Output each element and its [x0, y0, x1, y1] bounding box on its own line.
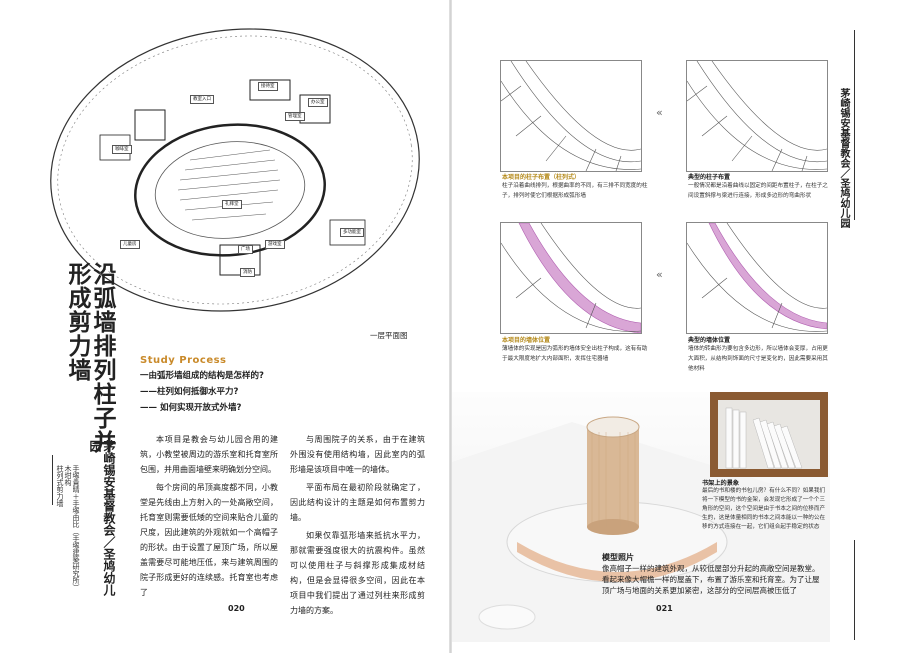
model-photo-heading: 模型照片	[602, 553, 634, 562]
diagram-panel	[500, 60, 642, 172]
credit-line: 木坩构	[64, 465, 72, 486]
diagram-caption: 典型的柱子布置 一般情况都是沿着曲线以固定的间距布置柱子，在柱子之间设置斜撑与梁…	[688, 172, 833, 201]
floor-plan: 接待室 办公室 管理室 咖啡室 教室入口 儿童房 多功能室 礼拜堂 广场 游戏室…	[40, 20, 440, 320]
questions: 一由弧形墙组成的结构是怎样的? ——柱列如何抵御水平力? —— 如何实现开放式外…	[140, 368, 440, 416]
diagram-caption: 典型的墙体位置 墙体的转曲形为要包含多边形，所以墙体会变厚，占用更大面积，从结构…	[688, 335, 833, 374]
page-number-left: 020	[228, 604, 245, 613]
plan-label: 游戏室	[265, 240, 285, 249]
question: —— 如何实现开放式外墙?	[140, 403, 242, 413]
vertical-rule	[52, 455, 53, 505]
diagram-panel	[500, 222, 642, 334]
diagram-text: 薄墙体的实现是因为弧形的墙体安全出柱子构成，这有有助于最大限度地扩大内部面积，发…	[502, 346, 648, 362]
plan-label: 办公室	[308, 98, 328, 107]
diagram-caption: 本项目的墙体位置 薄墙体的实现是因为弧形的墙体安全出柱子构成，这有有助于最大限度…	[502, 335, 652, 364]
question: ——柱列如何抵御水平力?	[140, 387, 239, 397]
bookshelf-heading: 书架上的景象	[702, 480, 740, 487]
plan-label: 消防	[240, 268, 255, 277]
side-title: 茅崎锡安基督教会／圣鸠幼儿园	[838, 88, 849, 228]
credit-line: 手塚貴晴＋手塚由比（手塚建築研究所）	[72, 465, 80, 591]
diagram-heading: 典型的墙体位置	[688, 337, 731, 344]
body-paragraph: 每个房间的吊顶高度都不同，小教堂是先线由上方射入的一处高敞空间，托育室则需要低矮…	[140, 483, 278, 597]
floor-plan-caption: 一层平面图	[370, 331, 408, 340]
wall-arc-diagram	[686, 222, 828, 332]
plan-label: 接待室	[258, 82, 278, 91]
books-drawing	[725, 407, 803, 469]
body-paragraph: 如果仅靠弧形墙来抵抗水平力，那就需要强度很大的抗震构件。虽然可以使用柱子与斜撑形…	[290, 531, 425, 615]
diagram-heading: 典型的柱子布置	[688, 174, 731, 181]
title-line: 沿弧墙排列柱子并	[89, 262, 115, 454]
body-paragraph: 与周围院子的关系，由于在建筑外围没有使用结构墙，因此室内的弧形墙是该项目中唯一的…	[290, 435, 425, 474]
plan-label: 教室入口	[190, 95, 214, 104]
plan-label: 多功能室	[340, 228, 364, 237]
diagram-text: 一般情况都是沿着曲线以固定的间距布置柱子，在柱子之间设置斜撑与梁进行连接，形成多…	[688, 183, 828, 199]
diagram-heading: 本项目的柱子布置（柱列式）	[502, 174, 581, 181]
wall-arc-diagram	[500, 222, 642, 334]
page-number-right: 021	[656, 604, 673, 613]
side-rule	[854, 30, 855, 220]
bookshelf-caption: 书架上的景象 最后的书和楼的书包儿房？有什么不同？如果我们将一下模型的书的金架，…	[702, 478, 830, 532]
body-column-1: 本项目是教会与幼儿园合用的建筑，小教堂被周边的游乐室和托育室所包围，并用曲面墙壁…	[140, 432, 278, 603]
credits: 手塚貴晴＋手塚由比（手塚建築研究所） 木坩构 柱列式剪力墙	[56, 465, 80, 615]
diagram-text: 柱子沿着曲线排列，根据曲率的不同，有三排不同宽度的柱子，排列时使它们根据形成弧形…	[502, 183, 648, 199]
page-gutter	[449, 0, 452, 653]
model-drawing	[452, 416, 830, 642]
bookshelf-text: 最后的书和楼的书包儿房？有什么不同？如果我们将一下模型的书的金架，会发现它形成了…	[702, 488, 826, 530]
bookshelf-photo	[710, 392, 828, 477]
plan-label: 儿童房	[120, 240, 140, 249]
plan-label: 广场	[238, 245, 253, 254]
side-rule	[854, 540, 855, 640]
diagram-heading: 本项目的墙体位置	[502, 337, 551, 344]
credit-line: 柱列式剪力墙	[56, 465, 64, 507]
plan-label: 咖啡室	[112, 145, 132, 154]
body-paragraph: 本项目是教会与幼儿园合用的建筑，小教堂被周边的游乐室和托育室所包围，并用曲面墙壁…	[140, 435, 278, 474]
body-column-2: 与周围院子的关系，由于在建筑外围没有使用结构墙，因此室内的弧形墙是该项目中唯一的…	[290, 432, 425, 621]
diagram-text: 墙体的转曲形为要包含多边形，所以墙体会变厚，占用更大面积，从结构到饰面的尺寸是变…	[688, 346, 828, 372]
body-paragraph: 平面布局在最初阶段就确定了，因此结构设计的主题是如何布置剪力墙。	[290, 483, 425, 522]
title-line: 形成剪力墙	[64, 262, 90, 382]
plan-label: 礼拜堂	[222, 200, 242, 209]
diagram-caption: 本项目的柱子布置（柱列式） 柱子沿着曲线排列，根据曲率的不同，有三排不同宽度的柱…	[502, 172, 652, 201]
diagram-panel	[686, 222, 828, 334]
column-arc-diagram	[500, 60, 642, 172]
column-arc-diagram	[686, 60, 828, 172]
chevron-left-icon: «	[656, 106, 663, 119]
model-photo: 模型照片 像高帽子一样的建筑外观，从较低屋部分升起的高敞空间是教堂。看起来像大帽…	[452, 392, 830, 642]
project-subtitle: 茅崎锡安基督教会／圣鸠幼儿园	[88, 440, 116, 596]
plan-label: 管理室	[285, 112, 305, 121]
question: 一由弧形墙组成的结构是怎样的?	[140, 371, 264, 381]
diagram-panel	[686, 60, 828, 172]
chevron-left-icon: «	[656, 268, 663, 281]
article-title: 沿弧墙排列柱子并 形成剪力墙	[64, 262, 115, 462]
model-photo-text: 像高帽子一样的建筑外观，从较低屋部分升起的高敞空间是教堂。看起来像大帽檐一样的屋…	[602, 564, 820, 595]
model-photo-caption: 模型照片 像高帽子一样的建筑外观，从较低屋部分升起的高敞空间是教堂。看起来像大帽…	[602, 552, 824, 596]
study-process-label: Study Process	[140, 355, 227, 366]
